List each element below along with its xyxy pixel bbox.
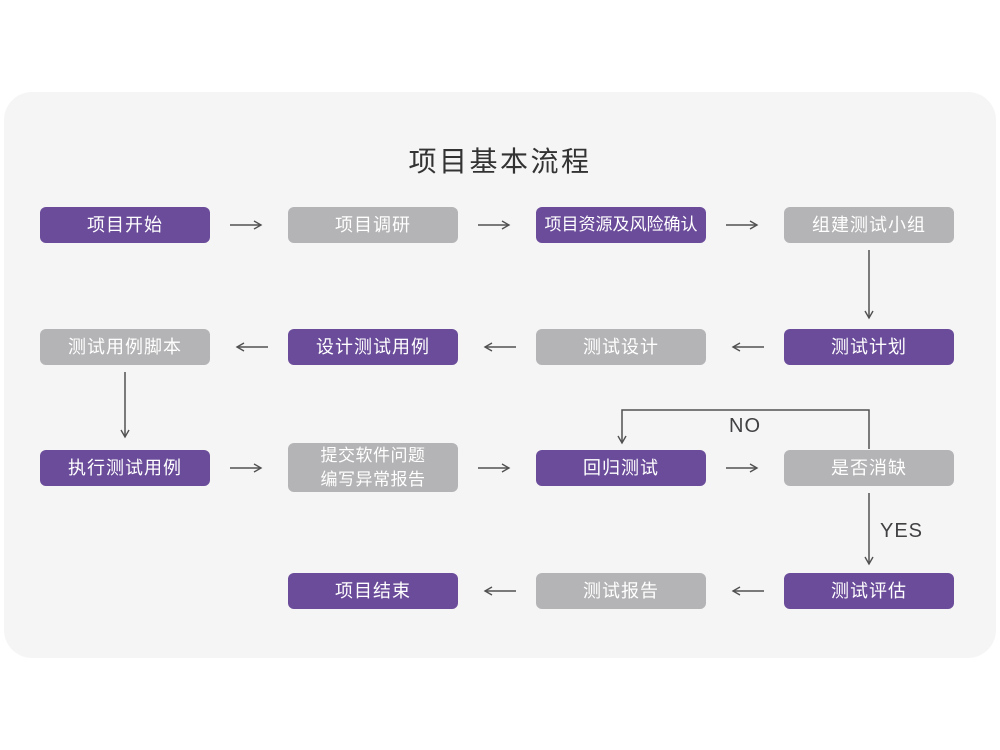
node-label: 测试计划 — [831, 337, 907, 357]
flowchart-card — [4, 92, 996, 658]
node-label: 执行测试用例 — [68, 458, 182, 478]
node-label: 测试报告 — [583, 581, 659, 601]
flow-node-test-case-scripts: 测试用例脚本 — [40, 329, 210, 365]
flow-node-submit-issue-report: 提交软件问题 编写异常报告 — [288, 443, 458, 492]
flow-node-test-evaluation: 测试评估 — [784, 573, 954, 609]
node-label: 项目开始 — [87, 215, 163, 235]
diagram-title: 项目基本流程 — [408, 146, 592, 177]
node-label: 提交软件问题 编写异常报告 — [320, 445, 426, 489]
node-label: 项目结束 — [335, 581, 411, 601]
edge-label-yes: YES — [880, 520, 924, 542]
flow-node-test-design: 测试设计 — [536, 329, 706, 365]
node-label: 是否消缺 — [831, 458, 907, 478]
flow-node-project-research: 项目调研 — [288, 207, 458, 243]
flow-node-build-test-team: 组建测试小组 — [784, 207, 954, 243]
node-label: 测试用例脚本 — [68, 337, 182, 357]
flow-node-execute-test-cases: 执行测试用例 — [40, 450, 210, 486]
flow-node-project-start: 项目开始 — [40, 207, 210, 243]
flow-node-defect-eliminated: 是否消缺 — [784, 450, 954, 486]
node-label: 测试评估 — [831, 581, 907, 601]
flow-node-test-plan: 测试计划 — [784, 329, 954, 365]
flow-node-regression-test: 回归测试 — [536, 450, 706, 486]
flow-node-project-end: 项目结束 — [288, 573, 458, 609]
edge-label-no: NO — [729, 415, 761, 437]
flow-node-design-test-cases: 设计测试用例 — [288, 329, 458, 365]
node-label: 组建测试小组 — [812, 215, 926, 235]
node-label: 项目调研 — [335, 215, 411, 235]
node-label: 项目资源及风险确认 — [544, 215, 698, 234]
node-label: 回归测试 — [583, 458, 659, 478]
node-label: 设计测试用例 — [316, 337, 430, 357]
flow-node-test-report: 测试报告 — [536, 573, 706, 609]
node-label: 测试设计 — [583, 337, 659, 357]
flow-node-resources-risk-confirm: 项目资源及风险确认 — [536, 207, 706, 243]
